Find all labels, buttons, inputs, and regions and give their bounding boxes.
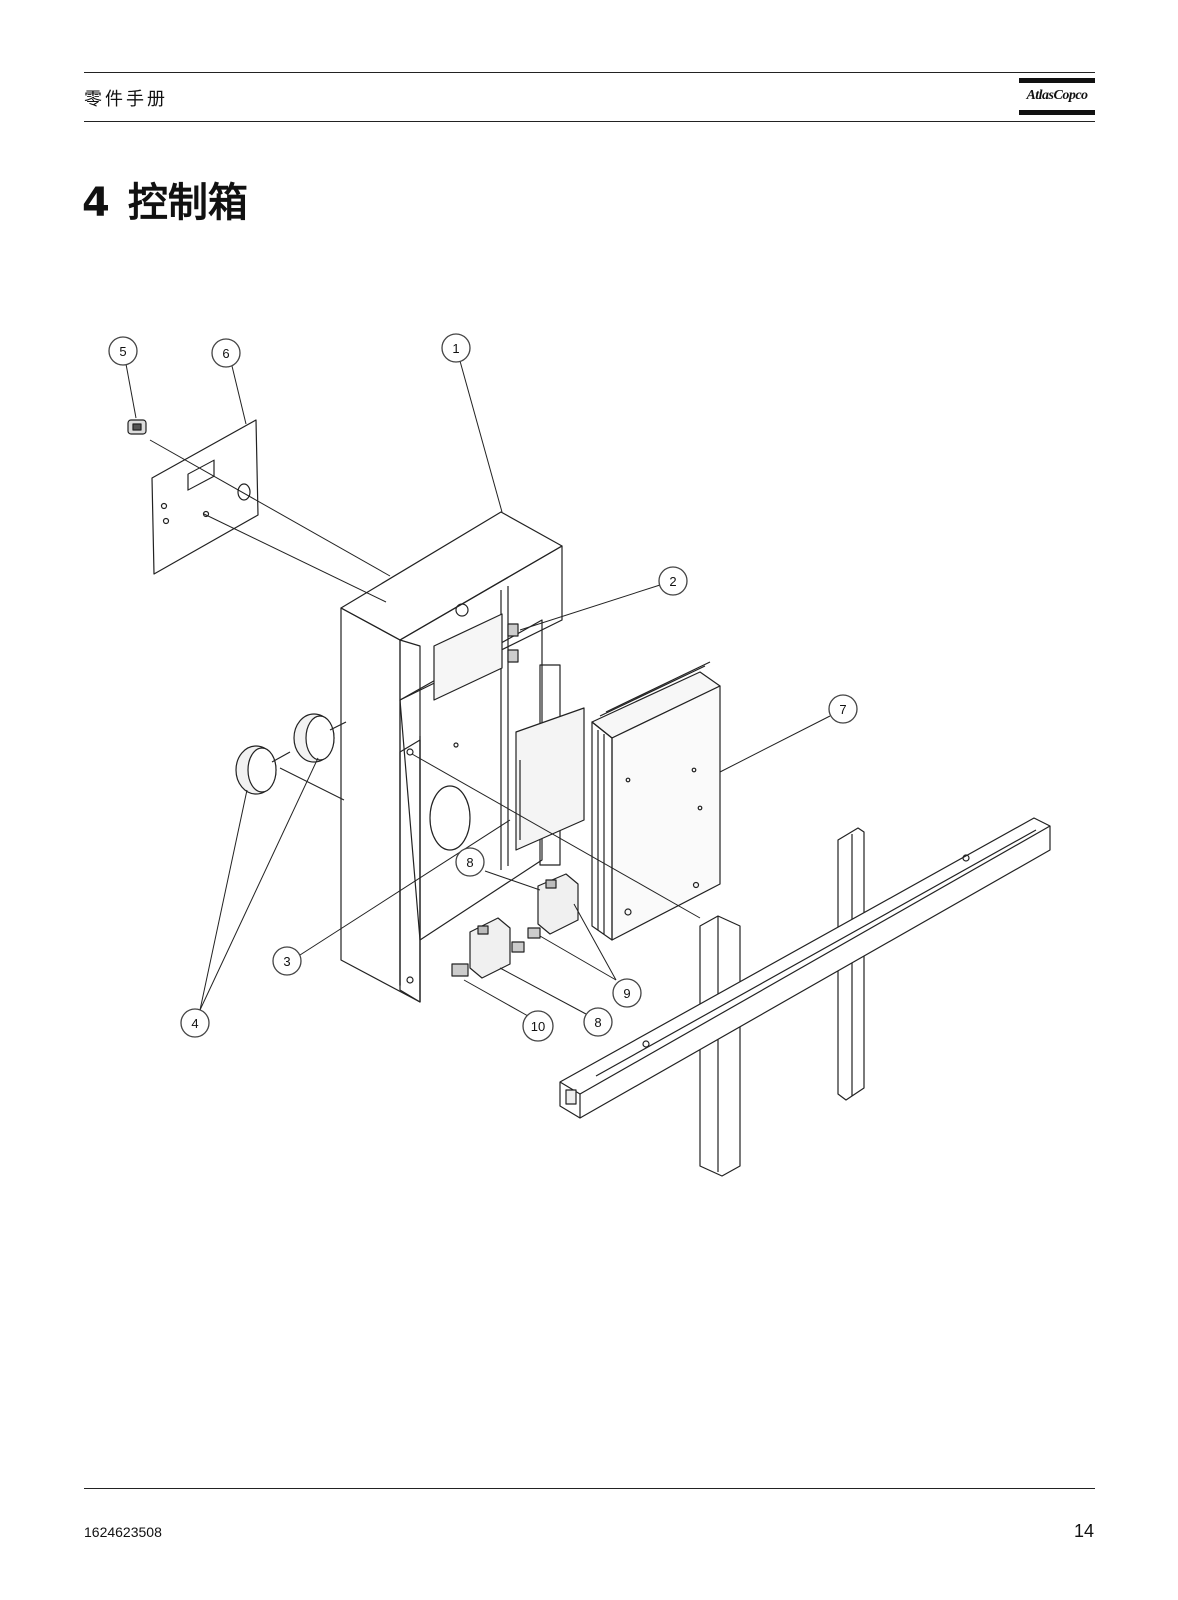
callout-bubble-1 xyxy=(441,333,471,363)
callout-8a: 8 xyxy=(466,855,473,870)
fitting-parts xyxy=(451,927,541,977)
callout-8b: 8 xyxy=(594,1015,601,1030)
callout-bubble-2 xyxy=(658,566,688,596)
callout-5: 5 xyxy=(119,344,126,359)
header-bottom-rule xyxy=(84,121,1095,122)
switch-part xyxy=(127,419,147,435)
callout-bubble-5 xyxy=(108,336,138,366)
callout-bubble-10 xyxy=(522,1010,554,1042)
callout-bubble-8b xyxy=(583,1007,613,1037)
callout-bubble-3 xyxy=(272,946,302,976)
callout-bubble-8a xyxy=(455,847,485,877)
callout-1: 1 xyxy=(452,341,459,356)
atlas-copco-logo: AtlasCopco xyxy=(1019,78,1095,120)
footer-rule xyxy=(84,1488,1095,1489)
callout-4: 4 xyxy=(191,1016,198,1031)
callout-10: 10 xyxy=(531,1019,545,1034)
header-top-rule xyxy=(84,72,1095,73)
callout-bubble-6 xyxy=(211,338,241,368)
din-rail-plate-part xyxy=(433,613,519,701)
page-number: 14 xyxy=(1073,1521,1094,1541)
leader-lines xyxy=(125,360,831,1017)
callout-bubble-7 xyxy=(828,694,858,724)
callout-2: 2 xyxy=(669,574,676,589)
callout-bubble-4 xyxy=(180,1008,210,1038)
mounting-rail-parts xyxy=(559,817,1051,1177)
solenoid-valve-parts xyxy=(469,873,579,979)
front-panel-part xyxy=(151,419,259,575)
gauge-parts xyxy=(235,713,347,795)
section-number: 4 xyxy=(82,180,110,226)
callout-6: 6 xyxy=(222,346,229,361)
circuit-board-part xyxy=(515,707,585,851)
callout-9: 9 xyxy=(623,986,630,1001)
section-title: 4 控制箱 xyxy=(82,170,248,228)
callout-7: 7 xyxy=(839,702,846,717)
document-number: 1624623508 xyxy=(84,1524,162,1540)
callout-3: 3 xyxy=(283,954,290,969)
manual-label: 零件手册 xyxy=(84,89,168,110)
section-name: 控制箱 xyxy=(127,180,248,226)
callout-bubble-9 xyxy=(612,978,642,1008)
exploded-view-drawing: 5 6 1 2 7 8 3 9 4 8 10 xyxy=(108,333,1051,1177)
controller-housing-part xyxy=(591,661,721,941)
logo-wordmark: AtlasCopco xyxy=(1026,88,1088,103)
